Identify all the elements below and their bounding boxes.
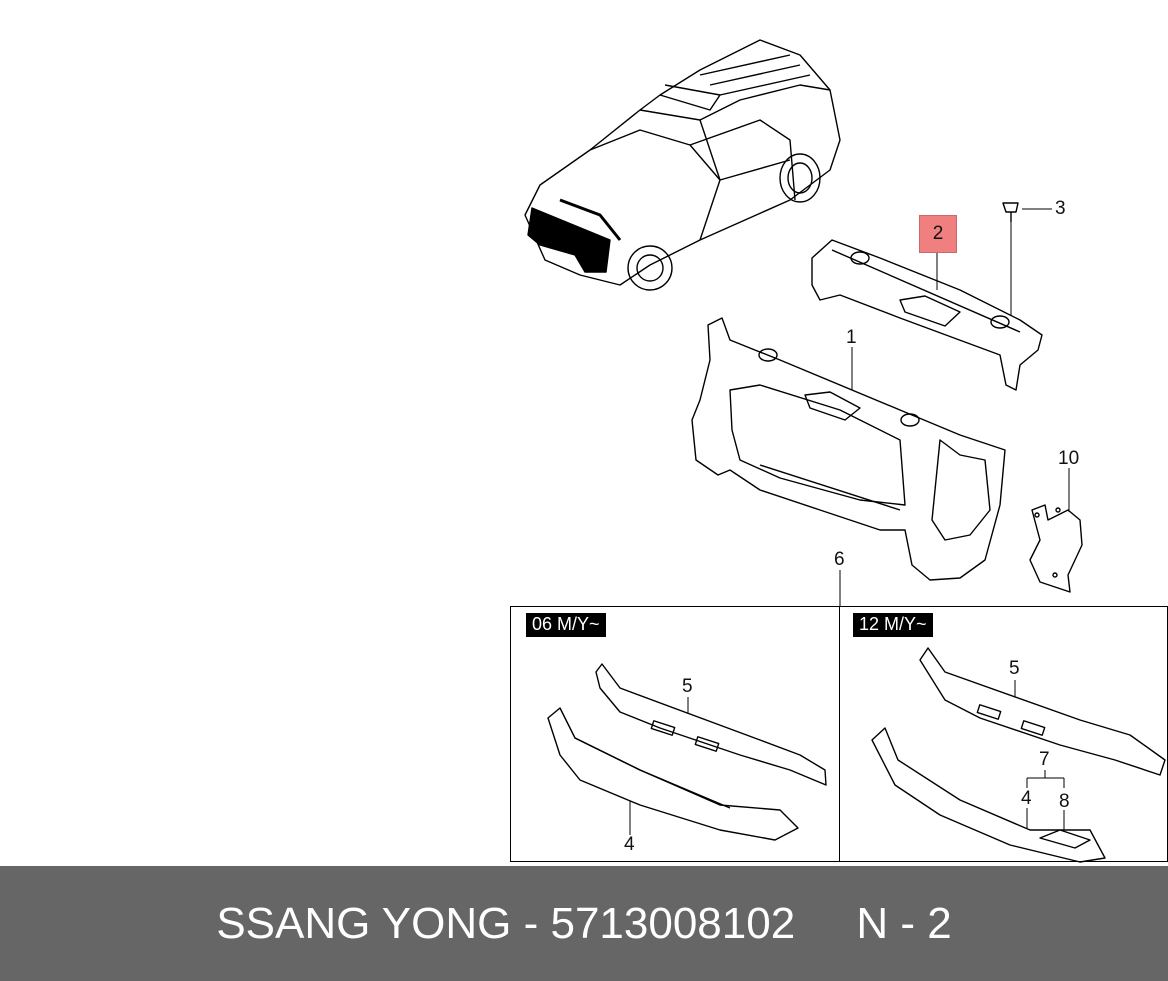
callout-right-8: 8 <box>1059 791 1070 812</box>
panel-label-12-my: 12 M/Y~ <box>853 613 933 637</box>
callout-3: 3 <box>1055 198 1066 219</box>
bolt-part-3 <box>1002 202 1019 315</box>
callout-right-7: 7 <box>1039 749 1050 770</box>
footer-part-number: 5713008102 <box>550 898 796 948</box>
callout-right-4: 4 <box>1021 788 1032 809</box>
right-panel-parts <box>871 647 1166 863</box>
upper-rail-part-2 <box>811 239 1043 391</box>
callout-left-5: 5 <box>682 676 693 697</box>
callout-1: 1 <box>846 327 857 348</box>
parts-diagram <box>524 39 1166 863</box>
panel-06-my <box>510 606 840 862</box>
left-panel-parts <box>547 663 827 841</box>
callout-10: 10 <box>1058 448 1080 469</box>
bracket-part-10 <box>1029 504 1083 593</box>
footer-separator: - <box>511 898 551 948</box>
vehicle-illustration <box>524 39 841 291</box>
panel-label-06-my: 06 M/Y~ <box>526 613 606 637</box>
front-carrier-part-1 <box>691 317 1006 581</box>
footer-bar: SSANG YONG - 5713008102 N - 2 <box>0 866 1168 981</box>
footer-gap <box>795 899 856 949</box>
footer-position: N - 2 <box>856 898 952 948</box>
callout-right-5: 5 <box>1009 658 1020 679</box>
callout-left-4: 4 <box>624 834 635 855</box>
callout-6: 6 <box>834 549 845 570</box>
footer-brand: SSANG YONG <box>216 898 512 948</box>
panel-12-my <box>839 606 1168 862</box>
callout-2-highlighted: 2 <box>919 215 957 253</box>
